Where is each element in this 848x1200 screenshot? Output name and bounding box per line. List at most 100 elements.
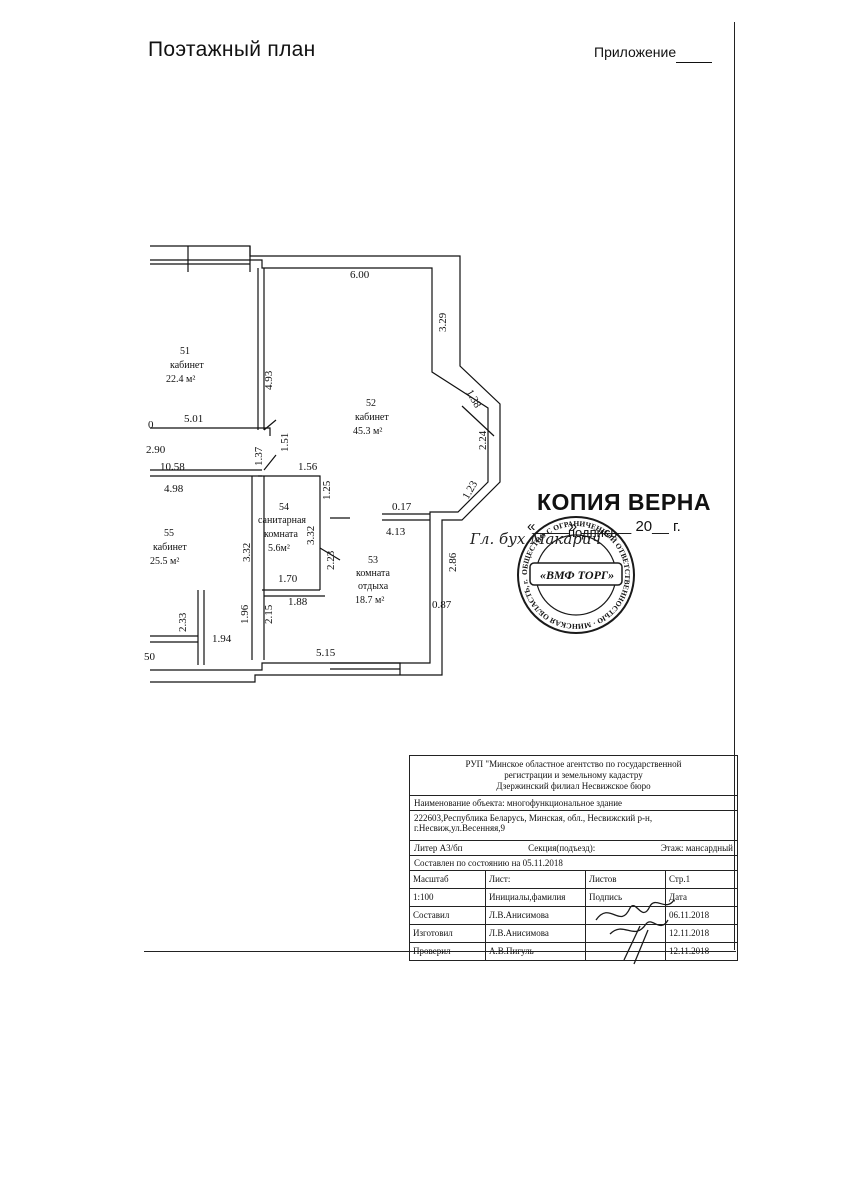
inner-wall-line (150, 259, 489, 671)
table-cell: Проверил (410, 943, 486, 960)
dim-label: 2.90 (146, 444, 166, 456)
dim-label: 3.32 (241, 543, 253, 562)
table-cell: Подпись (586, 889, 666, 907)
page-title: Поэтажный план (148, 38, 316, 61)
appendix-label: Приложение (594, 44, 677, 60)
wall-51-55 (150, 427, 271, 477)
room-number: 53 (368, 555, 378, 566)
dim-label: 0.87 (432, 599, 452, 611)
litera: Литер А3/бп (414, 843, 463, 853)
wall-51-52 (257, 268, 265, 430)
signature-caption: подпись (568, 525, 618, 540)
appendix-blank-line (676, 62, 712, 63)
dim-label: 1.23 (460, 478, 480, 501)
table-cell: Лист: (486, 871, 586, 889)
dim-label: 1.51 (279, 433, 291, 452)
table-cell: Составил (410, 907, 486, 925)
handwritten-signature (595, 899, 675, 965)
room-name: кабинет (170, 360, 204, 371)
agency-line: регистрации и земельному кадастру (504, 770, 643, 780)
table-cell: Стр.1 (666, 871, 737, 889)
table-cell: Л.В.Анисимова (486, 925, 586, 943)
table-cell: 1:100 (410, 889, 486, 907)
outer-wall (150, 245, 501, 683)
table-cell: Дата (666, 889, 737, 907)
dim-label: 1.70 (278, 573, 298, 585)
title-block: РУП "Минское областное агентство по госу… (409, 755, 738, 961)
address: 222603,Республика Беларусь, Минская, обл… (410, 811, 737, 841)
signature-cell (586, 943, 666, 960)
table-cell: 12.11.2018 (669, 946, 710, 956)
room-area: 25.5 м² (150, 556, 179, 567)
signatures-table: Масштаб Лист: Листов Стр.1 1:100 Инициал… (410, 871, 737, 960)
table-cell: Инициалы,фамилия (486, 889, 586, 907)
dim-label: 1.94 (212, 633, 232, 645)
dim-label: 1.96 (239, 604, 251, 624)
frame-border-right (734, 22, 735, 950)
seal-center-text: «ВМФ ТОРГ» (540, 568, 614, 582)
dim-label: 0.17 (392, 501, 412, 513)
handwritten-signature-text: Гл. бух Макарич (470, 530, 601, 548)
dim-label: 1.25 (321, 480, 333, 500)
room-area: 22.4 м² (166, 374, 195, 385)
room-area: 45.3 м² (353, 426, 382, 437)
dim-label: 1.56 (298, 461, 318, 473)
table-cell: 06.11.2018 (666, 907, 737, 925)
litera-row: Литер А3/бп Секция(подъезд): Этаж: манса… (410, 841, 737, 856)
copy-date-line: «____» ______ 20__ г. (527, 518, 681, 535)
signature-cell (586, 925, 666, 943)
room-name: отдыха (358, 581, 389, 592)
table-cell: Изготовил (410, 925, 486, 943)
dim-label: 50 (144, 651, 156, 663)
table-cell: 12.11.2018 (666, 925, 737, 943)
copy-certified-stamp: КОПИЯ ВЕРНА (537, 489, 711, 515)
dim-label: 0 (148, 419, 154, 431)
dim-label: 4.98 (164, 483, 184, 495)
dim-label: 1.38 (463, 388, 483, 411)
agency-line: РУП "Минское областное агентство по госу… (465, 759, 682, 769)
dim-label: 2.15 (263, 604, 275, 624)
room-name: кабинет (355, 412, 389, 423)
room-name: санитарная (258, 515, 306, 526)
room-area: 18.7 м² (355, 595, 384, 606)
table-cell: Листов (586, 871, 666, 889)
room-name: комната (264, 529, 299, 540)
dim-label: 1.88 (288, 596, 308, 608)
room-name: комната (356, 568, 391, 579)
dim-label: 2.86 (447, 552, 459, 572)
object-name: Наименование объекта: многофункционально… (410, 796, 737, 811)
room-number: 54 (279, 502, 289, 513)
section: Секция(подъезд): (528, 843, 596, 853)
dim-label: 4.93 (263, 370, 275, 390)
dim-label: 2.33 (177, 612, 189, 632)
dim-label: 4.13 (386, 526, 406, 538)
dim-label: 5.01 (184, 413, 203, 425)
compiled-state: Составлен по состоянию на 05.11.2018 (410, 856, 737, 871)
dim-label: 2.23 (325, 550, 337, 570)
table-cell: Масштаб (410, 871, 486, 889)
room-number: 55 (164, 528, 174, 539)
dim-label: 3.32 (305, 526, 317, 545)
dim-label: 3.29 (437, 312, 449, 332)
wall-52-53 (330, 513, 430, 521)
table-cell: А.В.Пигуль (486, 943, 586, 960)
dim-label: 6.00 (350, 269, 370, 281)
dim-label: 2.24 (477, 430, 489, 450)
dim-label: 1.37 (253, 446, 265, 466)
signature-cell (586, 907, 666, 925)
agency-header: РУП "Минское областное агентство по госу… (410, 756, 737, 796)
room-area: 5.6м² (268, 543, 290, 554)
address-line: 222603,Республика Беларусь, Минская, обл… (414, 813, 653, 823)
room-name: кабинет (153, 542, 187, 553)
dim-label: 10.58 (160, 461, 185, 473)
frame-border-bottom (144, 951, 736, 952)
address-line: г.Несвиж,ул.Весенняя,9 (414, 823, 506, 833)
room-number: 52 (366, 398, 376, 409)
dim-label: 5.15 (316, 647, 336, 659)
table-cell: Л.В.Анисимова (486, 907, 586, 925)
room-number: 51 (180, 346, 190, 357)
agency-line: Дзержинский филиал Несвижское бюро (496, 781, 651, 791)
floor: Этаж: мансардный (660, 843, 733, 853)
wall-54-53 (258, 475, 321, 591)
